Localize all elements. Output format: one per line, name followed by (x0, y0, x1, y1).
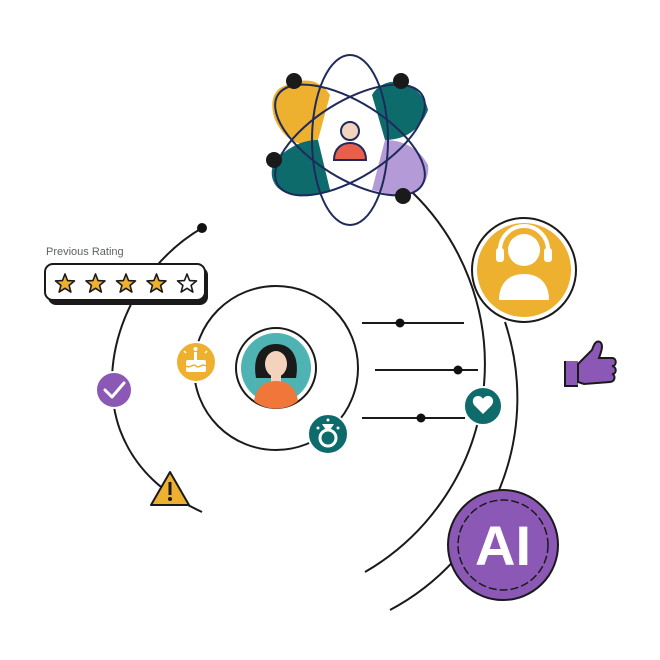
heart-icon (463, 386, 503, 426)
ai-badge-text: AI (475, 514, 531, 577)
headset-agent-icon (471, 217, 577, 323)
avatar (235, 327, 317, 409)
star-icon (85, 273, 106, 293)
outer-orbit-arc-right (389, 321, 519, 611)
rating-card (44, 263, 208, 305)
rating-stars (54, 273, 198, 293)
birthday-cake-icon (175, 341, 217, 383)
warning-icon (150, 471, 190, 506)
ring-icon (307, 413, 349, 455)
star-icon (115, 273, 137, 293)
thumbs-up-icon (564, 340, 617, 387)
rating-label: Previous Rating (46, 246, 124, 258)
star-icon (146, 273, 167, 293)
atom-graphic (266, 54, 429, 226)
person-icon (332, 121, 368, 161)
star-icon (54, 273, 76, 293)
check-icon (95, 371, 133, 409)
slider-lines (362, 318, 478, 423)
ai-badge: AI (447, 489, 559, 601)
star-icon (176, 273, 198, 293)
left-orbit-end-dot (197, 223, 207, 233)
